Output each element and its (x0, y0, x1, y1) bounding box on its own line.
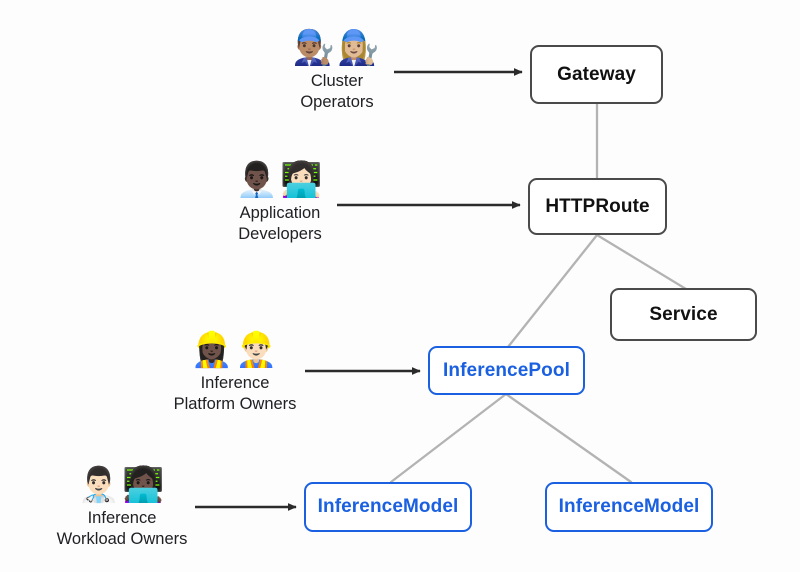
persona-inference-workload-owners: 👨🏻‍⚕️👩🏿‍💻 Inference Workload Owners (17, 465, 227, 550)
edge-httproute-inferencepool (506, 233, 599, 349)
node-inferencemodel-right-label: InferenceModel (558, 496, 700, 517)
node-inferencepool-label: InferencePool (443, 359, 570, 381)
cluster-operators-label: Cluster Operators (300, 72, 374, 111)
node-inferencemodel-left[interactable]: InferenceModel (304, 482, 472, 532)
node-inferencepool[interactable]: InferencePool (428, 346, 585, 395)
application-developers-emoji-pair: 👨🏿‍💼👩🏻‍💻 (235, 160, 325, 200)
persona-application-developers: 👨🏿‍💼👩🏻‍💻 Application Developers (175, 160, 385, 245)
node-inferencemodel-right[interactable]: InferenceModel (545, 482, 713, 532)
node-inferencemodel-left-label: InferenceModel (317, 496, 459, 517)
node-service-label: Service (649, 303, 718, 325)
cluster-operators-emoji-pair: 👨🏽‍🔧👩🏼‍🔧 (292, 28, 382, 68)
application-developers-label: Application Developers (238, 204, 322, 243)
node-service[interactable]: Service (610, 288, 757, 341)
inference-workload-owners-label: Inference Workload Owners (56, 509, 188, 548)
node-httproute[interactable]: HTTPRoute (528, 178, 667, 235)
inference-platform-owners-emoji-pair: 👷🏿‍♀️👷🏻‍♂️ (190, 330, 280, 370)
edge-inferencepool-inferencemodel-left (389, 392, 508, 484)
edge-httproute-service (595, 233, 688, 291)
node-gateway-label: Gateway (557, 63, 636, 85)
node-httproute-label: HTTPRoute (545, 195, 650, 217)
persona-cluster-operators: 👨🏽‍🔧👩🏼‍🔧 Cluster Operators (232, 28, 442, 113)
edge-inferencepool-inferencemodel-right (504, 392, 633, 484)
node-gateway[interactable]: Gateway (530, 45, 663, 104)
inference-workload-owners-emoji-pair: 👨🏻‍⚕️👩🏿‍💻 (77, 465, 167, 505)
persona-inference-platform-owners: 👷🏿‍♀️👷🏻‍♂️ Inference Platform Owners (130, 330, 340, 415)
inference-platform-owners-label: Inference Platform Owners (173, 374, 297, 413)
